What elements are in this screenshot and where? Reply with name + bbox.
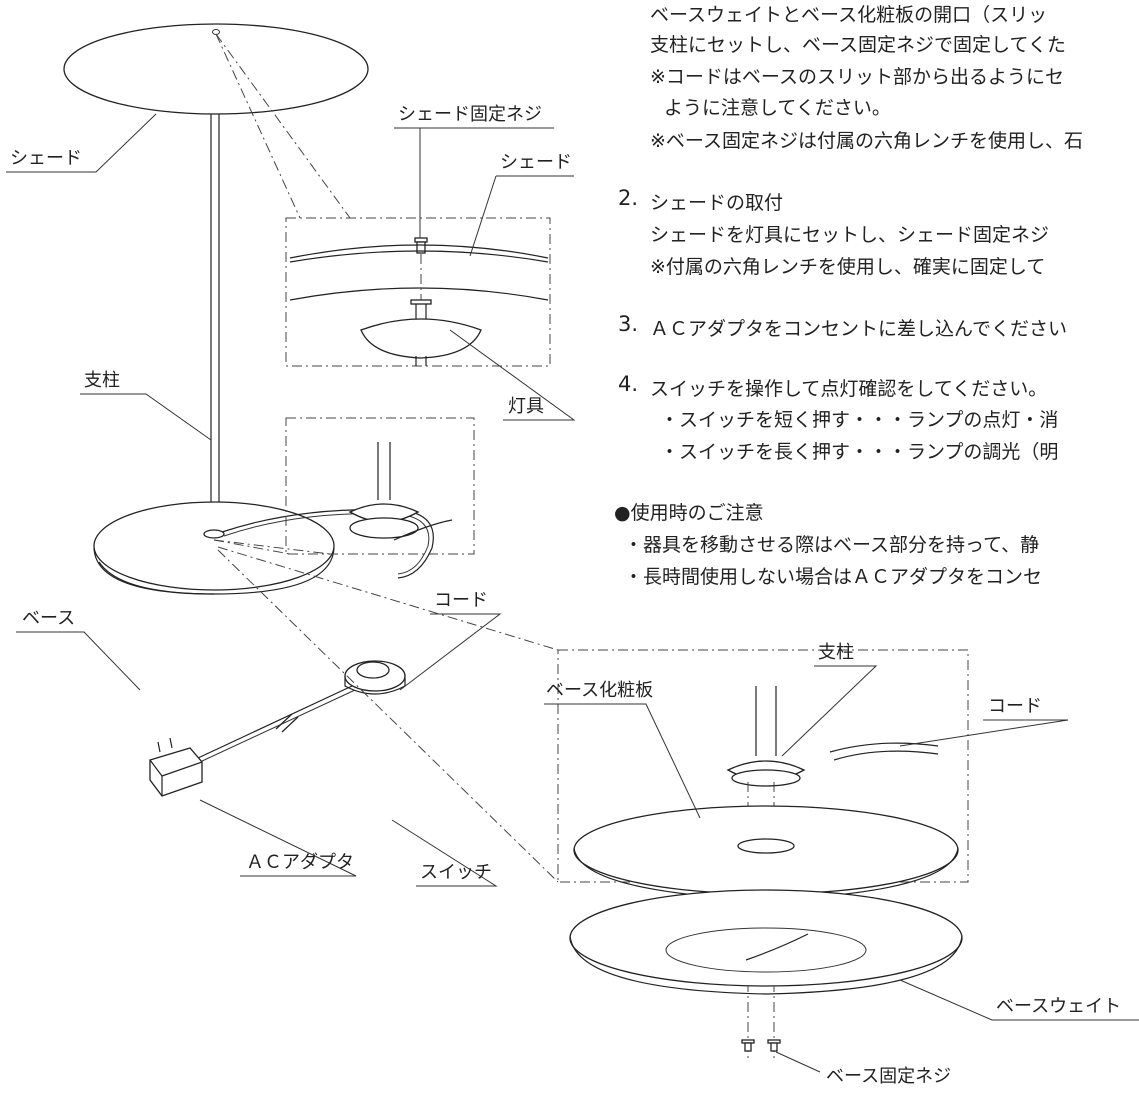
- label-cord-right: コード: [988, 696, 1042, 717]
- part-labels: シェード シェード固定ネジ シェード 灯具 支柱 ベース コード スイッチ ＡＣ…: [10, 104, 1121, 1087]
- label-pole-right: 支柱: [818, 642, 854, 663]
- label-lamp-body: 灯具: [508, 396, 544, 417]
- label-ac-adapter: ＡＣアダプタ: [246, 852, 354, 873]
- label-base-screw: ベース固定ネジ: [826, 1066, 951, 1087]
- label-cord-left: コード: [434, 590, 488, 611]
- base-exploded-view: [217, 546, 969, 1060]
- floor-lamp-illustration: [63, 23, 434, 797]
- leader-lines: [6, 113, 1139, 1073]
- label-pole-left: 支柱: [84, 370, 120, 391]
- base-detail-inset: [213, 417, 475, 555]
- label-shade-left: シェード: [10, 148, 82, 169]
- label-base-cover: ベース化粧板: [546, 680, 653, 701]
- label-base-weight: ベースウェイト: [996, 996, 1121, 1017]
- label-switch: スイッチ: [420, 862, 492, 883]
- label-shade-screw: シェード固定ネジ: [398, 104, 542, 125]
- label-base: ベース: [22, 608, 75, 629]
- label-shade-right: シェード: [500, 152, 572, 173]
